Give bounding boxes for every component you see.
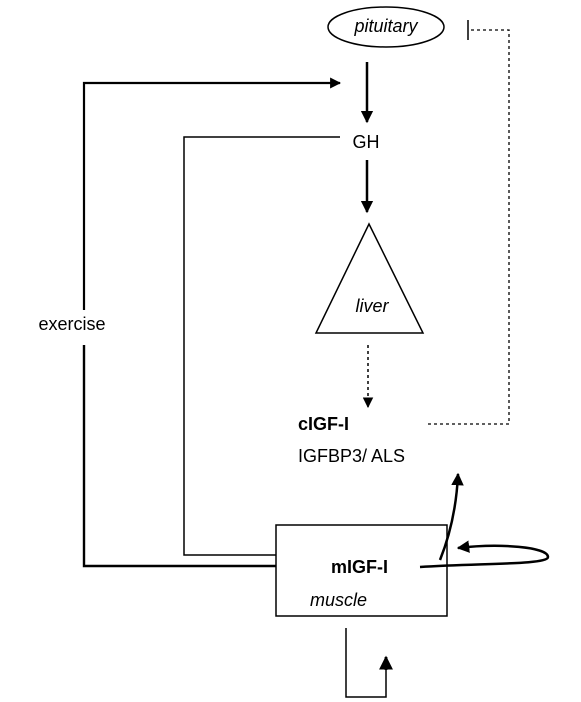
gh-label: GH bbox=[353, 132, 380, 152]
pituitary-node bbox=[327, 6, 445, 48]
exercise-to-muscle-arrow bbox=[82, 345, 320, 572]
liver-node bbox=[314, 222, 425, 334]
autocrine-loop-arrow bbox=[419, 540, 550, 569]
exercise-to-pituitary-arrow bbox=[82, 77, 342, 310]
igfbp3-als-label: IGFBP3/ ALS bbox=[298, 446, 405, 466]
migf-label: mIGF-I bbox=[331, 557, 388, 577]
muscle-box bbox=[275, 524, 448, 617]
muscle-label: muscle bbox=[310, 590, 367, 610]
gh-to-muscle-arrow bbox=[183, 136, 340, 559]
feedback-inhibition-line bbox=[428, 29, 510, 425]
muscle-bottom-loop-arrow bbox=[345, 628, 387, 698]
liver-label: liver bbox=[355, 296, 389, 316]
migf-to-circulation-arrow bbox=[438, 472, 464, 561]
exercise-label: exercise bbox=[38, 314, 105, 334]
cigf-label: cIGF-I bbox=[298, 414, 349, 434]
pituitary-label: pituitary bbox=[353, 16, 418, 36]
